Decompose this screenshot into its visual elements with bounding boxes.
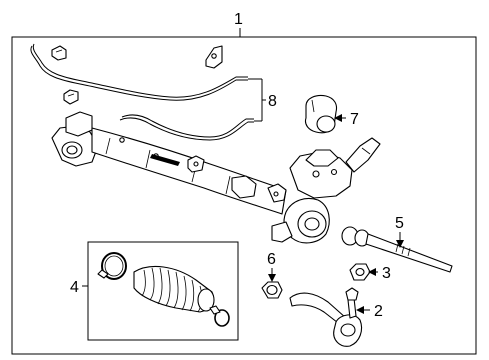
- transfer-lines: [30, 43, 254, 141]
- callout-7: 7: [350, 111, 359, 128]
- arrow-7: [334, 114, 342, 122]
- arrow-2: [356, 306, 364, 314]
- arrow-6: [268, 274, 276, 282]
- callout-8: 8: [268, 93, 277, 110]
- boot-kit-frame: [87, 241, 239, 341]
- assembly-frame: [11, 36, 477, 355]
- rack-boot: [133, 265, 215, 313]
- jam-nut: [349, 263, 371, 281]
- callout-3: 3: [382, 265, 391, 282]
- boot-clamp-small: [209, 305, 230, 327]
- callout-6: 6: [267, 251, 276, 268]
- line-clip-middle: [63, 89, 79, 105]
- line-clip-upper: [51, 45, 67, 61]
- arrow-5: [396, 240, 404, 248]
- line-bracket-right: [205, 45, 223, 69]
- outer-tie-rod-end: [289, 287, 363, 347]
- callout-1: 1: [234, 11, 243, 28]
- arrow-3: [368, 268, 376, 276]
- callout-4: 4: [70, 279, 79, 296]
- hex-nut: [261, 281, 283, 299]
- callout-5: 5: [395, 215, 404, 232]
- steering-gear-housing: [51, 111, 381, 244]
- callout-leader-8: [248, 78, 266, 122]
- callout-2: 2: [374, 303, 383, 320]
- boot-clamp-large: [97, 252, 127, 280]
- bushing: [304, 94, 338, 134]
- inner-tie-rod: [341, 226, 453, 273]
